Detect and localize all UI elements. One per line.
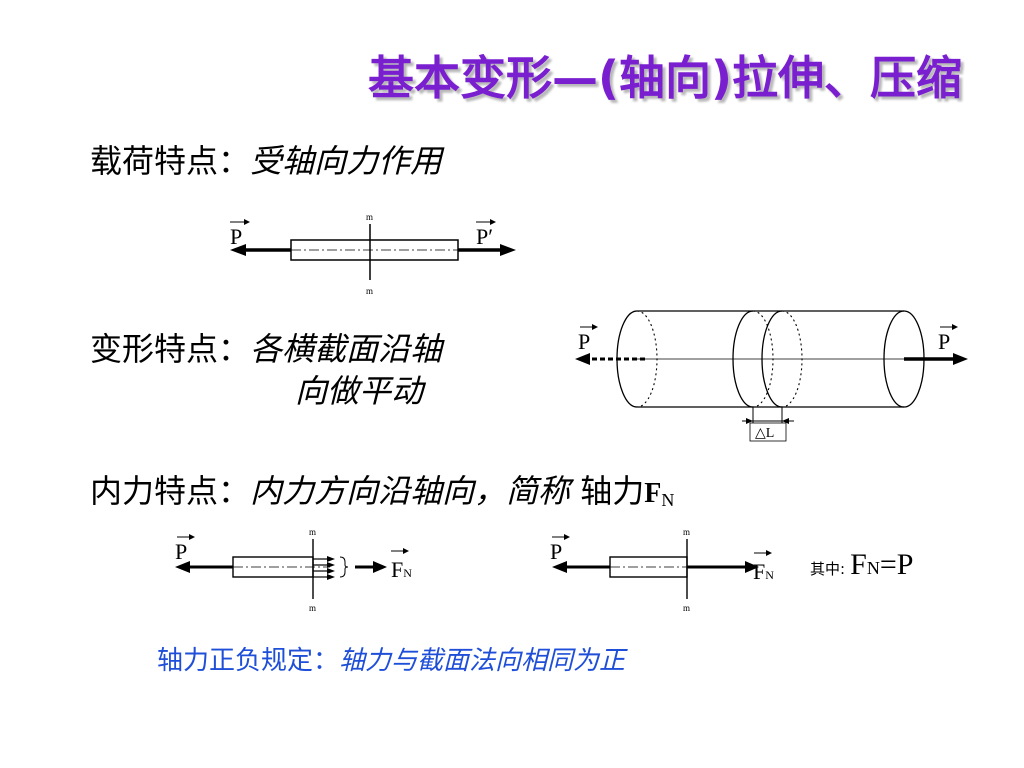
distributed-internal-forces: [313, 556, 335, 580]
force-label-p-left: P: [578, 329, 590, 354]
deform-label: 变形特点：: [90, 330, 251, 368]
force-label-p: P: [175, 539, 187, 564]
force-label-p: P: [230, 224, 242, 249]
slide-title: 基本变形—(轴向)拉伸、压缩: [367, 51, 962, 105]
internal-force-characteristic: 内力特点：内力方向沿轴向，简称 轴力FN: [90, 466, 674, 512]
load-characteristic: 载荷特点：受轴向力作用: [90, 136, 442, 182]
svg-text:m: m: [309, 527, 316, 537]
free-body-diagram-right: m m P FN: [550, 527, 774, 613]
force-label-p-prime: P′: [476, 224, 493, 249]
sign-rule-description: 轴力与截面法向相同为正: [339, 646, 626, 676]
svg-text:m: m: [683, 603, 690, 613]
load-label: 载荷特点：: [90, 142, 251, 180]
formula-equation: FN=P: [850, 548, 914, 581]
force-label-p-right: P: [938, 329, 950, 354]
brace: [339, 556, 349, 578]
deformation-characteristic: 变形特点：各横截面沿轴: [90, 324, 442, 370]
force-label-p: P: [550, 539, 562, 564]
equilibrium-formula: 其中: FN=P: [810, 548, 913, 582]
force-label-fn: FN: [753, 559, 774, 584]
svg-text:m: m: [683, 527, 690, 537]
tension-bar-diagram: m m P P′: [230, 212, 516, 296]
internal-label: 内力特点：: [90, 472, 251, 510]
internal-description: 内力方向沿轴向，简称: [250, 472, 571, 510]
load-description: 受轴向力作用: [250, 142, 443, 180]
sign-convention: 轴力正负规定：轴力与截面法向相同为正: [157, 640, 625, 677]
formula-prefix: 其中:: [810, 560, 846, 578]
delta-l-label: △L: [755, 426, 774, 441]
deform-description-line2: 向做平动: [295, 372, 424, 410]
cylinder-deformation-diagram: P P △L: [575, 310, 968, 442]
left-arrowhead: [230, 244, 246, 256]
section-label-bottom: m: [366, 286, 373, 296]
deform-description-line1: 各横截面沿轴: [250, 330, 443, 368]
free-body-diagram-left: m m P FN: [175, 527, 412, 613]
force-label-fn: FN: [391, 557, 412, 582]
axial-force-term: 轴力: [580, 472, 645, 510]
right-arrowhead: [500, 244, 516, 256]
svg-text:m: m: [309, 603, 316, 613]
axial-force-symbol: FN: [644, 478, 675, 510]
sign-rule-label: 轴力正负规定：: [157, 646, 340, 676]
section-label-top: m: [366, 212, 373, 222]
